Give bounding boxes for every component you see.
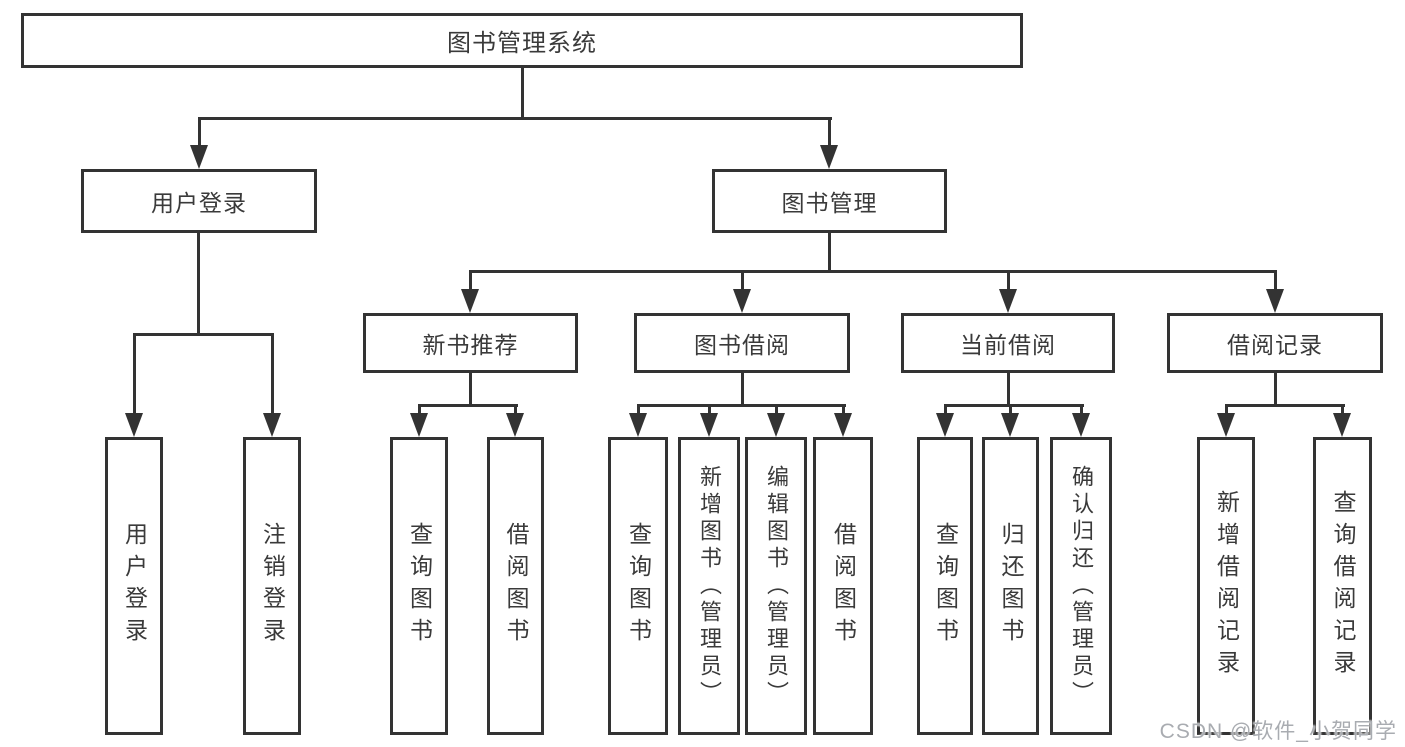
leaf-edit-books-admin: 编辑图书（管理员） bbox=[745, 437, 807, 735]
leaf-label: 新增图书（管理员） bbox=[697, 464, 722, 708]
arrow-down-icon bbox=[767, 413, 785, 437]
connector-line bbox=[741, 270, 744, 292]
connector-line bbox=[775, 404, 778, 416]
leaf-label: 确认归还（管理员） bbox=[1069, 464, 1094, 708]
connector-line bbox=[944, 404, 1084, 407]
connector-line bbox=[1225, 404, 1228, 416]
arrow-down-icon bbox=[1333, 413, 1351, 437]
connector-line bbox=[944, 404, 947, 416]
node-label: 用户登录 bbox=[151, 190, 247, 216]
node-user-login: 用户登录 bbox=[81, 169, 317, 233]
node-book-borrow: 图书借阅 bbox=[634, 313, 850, 373]
leaf-borrow-books: 借阅图书 bbox=[813, 437, 873, 735]
leaf-label: 新增借阅记录 bbox=[1213, 490, 1240, 682]
arrow-down-icon bbox=[125, 413, 143, 437]
node-label: 图书管理 bbox=[781, 190, 878, 216]
leaf-query-books: 查询图书 bbox=[608, 437, 668, 735]
arrow-down-icon bbox=[999, 289, 1017, 313]
leaf-borrow-books: 借阅图书 bbox=[487, 437, 544, 735]
arrow-down-icon bbox=[263, 413, 281, 437]
connector-line bbox=[637, 404, 640, 416]
leaf-label: 归还图书 bbox=[998, 522, 1024, 650]
leaf-label: 借阅图书 bbox=[503, 522, 529, 650]
connector-line bbox=[842, 404, 845, 416]
connector-line bbox=[1274, 270, 1277, 292]
connector-line bbox=[198, 117, 201, 147]
arrow-down-icon bbox=[410, 413, 428, 437]
node-new-book-recommend: 新书推荐 bbox=[363, 313, 578, 373]
connector-line bbox=[1007, 371, 1010, 407]
node-label: 借阅记录 bbox=[1227, 332, 1323, 358]
node-current-borrow: 当前借阅 bbox=[901, 313, 1115, 373]
leaf-logout: 注销登录 bbox=[243, 437, 301, 735]
connector-line bbox=[133, 333, 136, 415]
arrow-down-icon bbox=[834, 413, 852, 437]
leaf-query-borrow-record: 查询借阅记录 bbox=[1313, 437, 1372, 735]
connector-line bbox=[198, 117, 832, 120]
connector-line bbox=[469, 270, 1277, 273]
connector-line bbox=[828, 117, 831, 147]
arrow-down-icon bbox=[190, 145, 208, 169]
connector-line bbox=[637, 404, 846, 407]
connector-line bbox=[708, 404, 711, 416]
leaf-label: 查询图书 bbox=[625, 522, 652, 650]
node-label: 新书推荐 bbox=[422, 332, 519, 358]
connector-line bbox=[418, 404, 518, 407]
node-library-management-system: 图书管理系统 bbox=[21, 13, 1023, 68]
arrow-down-icon bbox=[936, 413, 954, 437]
connector-line bbox=[1007, 270, 1010, 292]
connector-line bbox=[133, 333, 274, 336]
connector-line bbox=[197, 231, 200, 336]
arrow-down-icon bbox=[1217, 413, 1235, 437]
arrow-down-icon bbox=[506, 413, 524, 437]
connector-line bbox=[418, 404, 421, 416]
leaf-add-books-admin: 新增图书（管理员） bbox=[678, 437, 740, 735]
leaf-label: 查询图书 bbox=[406, 522, 433, 650]
arrow-down-icon bbox=[461, 289, 479, 313]
arrow-down-icon bbox=[700, 413, 718, 437]
arrow-down-icon bbox=[1072, 413, 1090, 437]
node-label: 图书借阅 bbox=[694, 332, 790, 358]
leaf-confirm-return-admin: 确认归还（管理员） bbox=[1050, 437, 1112, 735]
arrow-down-icon bbox=[1001, 413, 1019, 437]
leaf-label: 借阅图书 bbox=[830, 522, 857, 650]
arrow-down-icon bbox=[820, 145, 838, 169]
node-label: 图书管理系统 bbox=[447, 30, 597, 57]
connector-line bbox=[469, 371, 472, 407]
connector-line bbox=[1274, 371, 1277, 407]
connector-line bbox=[1225, 404, 1345, 407]
connector-line bbox=[741, 371, 744, 407]
leaf-return-books: 归还图书 bbox=[982, 437, 1039, 735]
connector-line bbox=[271, 333, 274, 415]
node-borrow-record: 借阅记录 bbox=[1167, 313, 1383, 373]
connector-line bbox=[521, 67, 524, 120]
leaf-label: 查询图书 bbox=[932, 522, 959, 650]
connector-line bbox=[828, 231, 831, 273]
node-label: 当前借阅 bbox=[960, 332, 1056, 358]
connector-line bbox=[1341, 404, 1344, 416]
leaf-label: 查询借阅记录 bbox=[1330, 490, 1356, 682]
leaf-query-books: 查询图书 bbox=[390, 437, 448, 735]
leaf-user-login: 用户登录 bbox=[105, 437, 163, 735]
arrow-down-icon bbox=[629, 413, 647, 437]
leaf-label: 编辑图书（管理员） bbox=[764, 464, 789, 708]
connector-line bbox=[469, 270, 472, 292]
node-book-management: 图书管理 bbox=[712, 169, 947, 233]
arrow-down-icon bbox=[733, 289, 751, 313]
connector-line bbox=[1009, 404, 1012, 416]
leaf-label: 用户登录 bbox=[121, 522, 148, 650]
connector-line bbox=[1080, 404, 1083, 416]
arrow-down-icon bbox=[1266, 289, 1284, 313]
csdn-watermark: CSDN @软件_小贺同学 bbox=[1159, 720, 1397, 743]
leaf-label: 注销登录 bbox=[259, 522, 286, 650]
connector-line bbox=[514, 404, 517, 416]
leaf-query-books: 查询图书 bbox=[917, 437, 973, 735]
leaf-add-borrow-record: 新增借阅记录 bbox=[1197, 437, 1255, 735]
